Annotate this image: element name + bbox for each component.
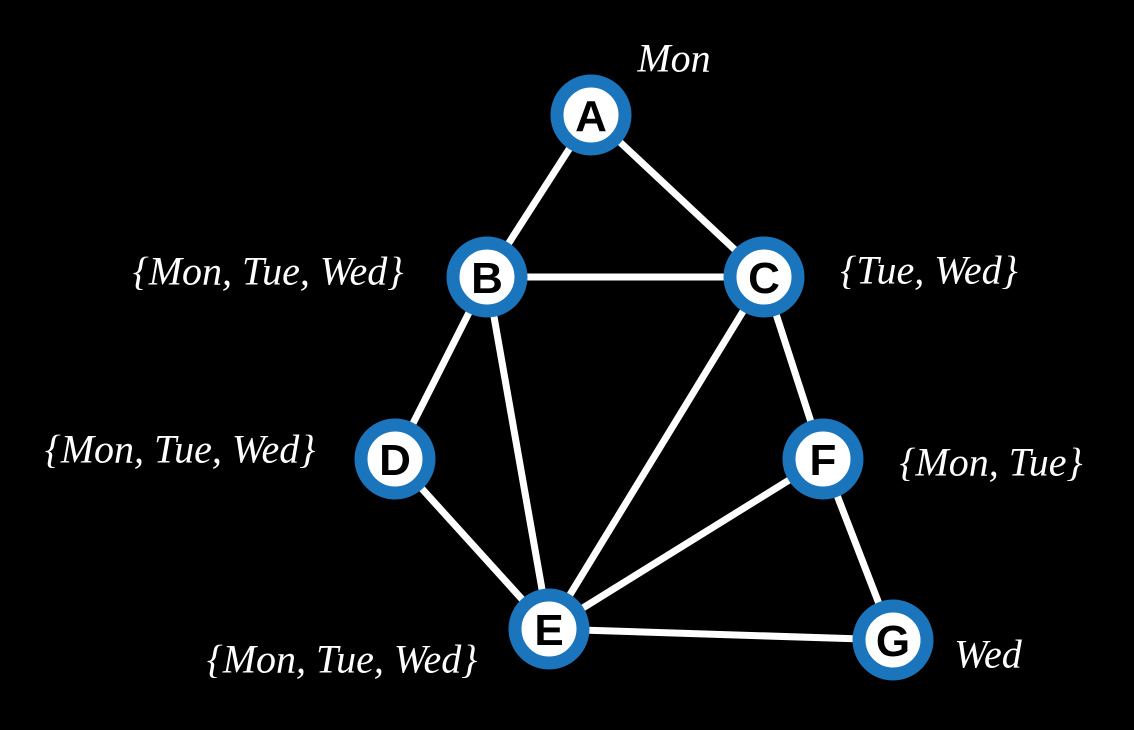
- domain-label-E: {Mon, Tue, Wed}: [207, 636, 478, 681]
- domain-label-B: {Mon, Tue, Wed}: [133, 248, 404, 293]
- node-circle-E: [508, 588, 590, 670]
- node-B: B: [446, 236, 528, 318]
- edge-E-G: [545, 625, 897, 644]
- node-letter-B: B: [471, 254, 503, 303]
- labels-layer: Mon {Mon, Tue, Wed} {Tue, Wed} {Mon, Tue, W…: [45, 35, 1083, 681]
- node-letter-G: G: [876, 617, 910, 666]
- domain-label-D: {Mon, Tue, Wed}: [45, 426, 316, 471]
- domain-label-C: {Tue, Wed}: [840, 247, 1017, 292]
- node-E: E: [508, 588, 590, 670]
- edge-B-E: [483, 273, 553, 633]
- node-letter-F: F: [810, 436, 837, 485]
- node-letter-C: C: [748, 254, 780, 303]
- node-circle-F: [782, 418, 864, 500]
- domain-label-F: {Mon, Tue}: [899, 439, 1082, 484]
- edge-E-F: [545, 455, 827, 633]
- node-D: D: [354, 418, 436, 500]
- node-G: G: [852, 599, 934, 681]
- node-circle-A: [550, 74, 632, 156]
- node-circle-B: [446, 236, 528, 318]
- node-letter-E: E: [534, 606, 563, 655]
- node-letter-A: A: [575, 92, 607, 141]
- node-letter-D: D: [379, 436, 411, 485]
- domain-label-A: Mon: [636, 35, 710, 80]
- node-circle-D: [354, 418, 436, 500]
- node-A: A: [550, 74, 632, 156]
- node-circle-G: [852, 599, 934, 681]
- nodes-layer: A B C D E F G: [354, 74, 934, 681]
- edge-C-E: [545, 273, 768, 633]
- domain-label-G: Wed: [954, 631, 1022, 676]
- node-circle-C: [723, 236, 805, 318]
- node-C: C: [723, 236, 805, 318]
- node-F: F: [782, 418, 864, 500]
